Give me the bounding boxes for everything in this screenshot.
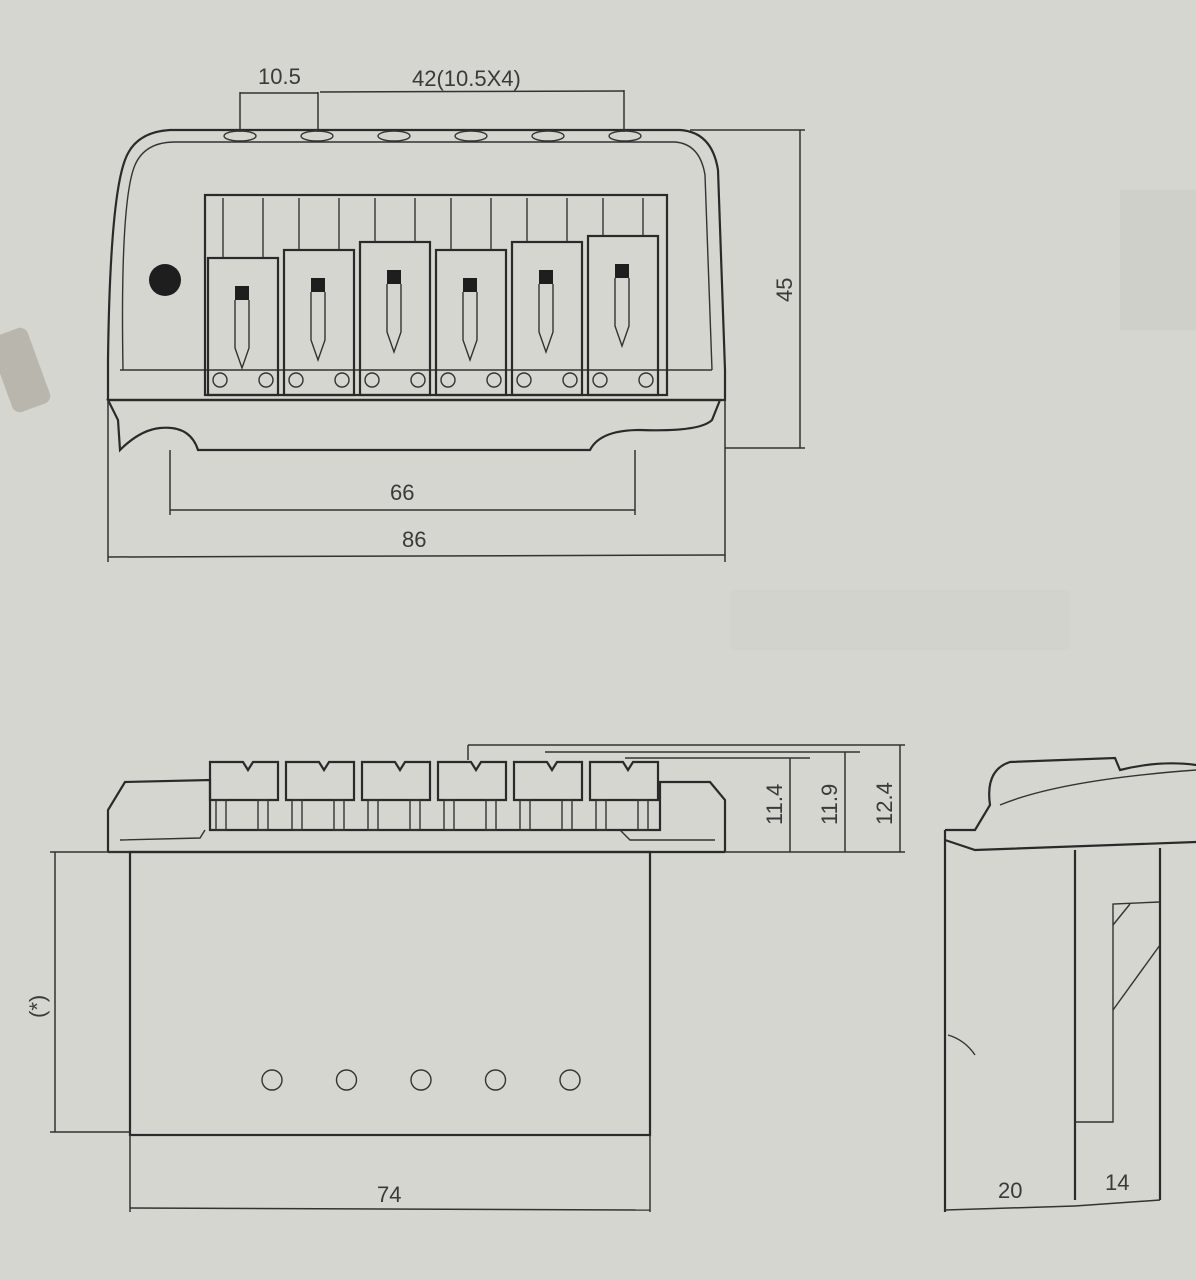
- saddle-leg: [485, 799, 497, 831]
- saddle-body: [434, 248, 508, 397]
- intonation-screw: [614, 278, 630, 349]
- saddle-front-body: [284, 760, 356, 802]
- string-hole: [377, 130, 411, 142]
- height-screw: [440, 372, 456, 388]
- saddle-front-body: [512, 760, 584, 802]
- spring-hole: [410, 1069, 432, 1091]
- saddle: [434, 198, 508, 397]
- saddle-front-body: [436, 760, 508, 802]
- dim-block-width: 74: [377, 1182, 401, 1207]
- saddle: [510, 198, 584, 397]
- screw-image: [0, 327, 51, 413]
- string-hole: [531, 130, 565, 142]
- intonation-screw: [386, 284, 402, 355]
- string-hole: [223, 130, 257, 142]
- tremolo-block: [128, 850, 652, 1137]
- intonation-screw: [234, 300, 250, 371]
- saddle-leg: [215, 799, 227, 831]
- saddle-front: [436, 760, 508, 831]
- saddle-leg: [291, 799, 303, 831]
- saddle-slot: [311, 278, 325, 292]
- saddle-leg: [257, 799, 269, 831]
- saddle-front-body: [208, 760, 280, 802]
- height-screw: [364, 372, 380, 388]
- dim-depth-1: 20: [998, 1178, 1022, 1203]
- dim-string-spacing: 10.5: [258, 64, 301, 89]
- background-print-through: [730, 190, 1196, 650]
- front-view: 11.4 11.9 12.4 (*) 74: [25, 744, 905, 1212]
- saddle-front-body: [588, 760, 660, 802]
- spring-hole: [261, 1069, 283, 1091]
- height-screw: [516, 372, 532, 388]
- saddle-leg: [367, 799, 379, 831]
- spring-hole: [484, 1069, 507, 1091]
- dim-height-3: 12.4: [872, 782, 897, 825]
- top-view: 10.5 42(10.5X4) 45 66 86: [106, 64, 805, 562]
- saddle-leg: [561, 799, 573, 831]
- saddle-front-body: [360, 760, 432, 802]
- saddle-body: [206, 256, 280, 397]
- saddle-slot: [235, 286, 249, 300]
- saddle-leg: [443, 799, 455, 831]
- saddle: [206, 198, 280, 397]
- string-hole: [454, 130, 488, 142]
- saddle-leg: [519, 799, 531, 831]
- spring-hole: [559, 1069, 581, 1091]
- saddle-leg: [595, 799, 607, 831]
- saddle-body: [510, 240, 584, 397]
- height-screw: [334, 372, 350, 388]
- saddle-front: [588, 760, 660, 831]
- string-hole: [608, 130, 642, 142]
- intonation-screw: [462, 292, 478, 363]
- height-screw: [592, 372, 608, 388]
- height-screw: [212, 372, 228, 388]
- height-screw: [486, 372, 502, 388]
- dim-depth-2: 14: [1105, 1170, 1129, 1195]
- intonation-screw: [310, 292, 326, 363]
- dim-height-2: 11.9: [817, 784, 842, 825]
- saddle-slot: [539, 270, 553, 284]
- height-screw: [258, 372, 274, 388]
- saddle-front: [284, 760, 356, 831]
- mounting-hole: [149, 264, 181, 296]
- dim-block-height: (*): [25, 995, 50, 1018]
- saddle-leg: [333, 799, 345, 831]
- saddle-slot: [387, 270, 401, 284]
- saddle-front: [360, 760, 432, 831]
- dim-overall-width: 86: [402, 527, 426, 552]
- saddle-front: [208, 760, 280, 831]
- string-hole: [300, 130, 334, 142]
- height-screw: [562, 372, 578, 388]
- saddle-body: [586, 234, 660, 397]
- saddle-leg: [637, 799, 649, 831]
- height-screw: [410, 372, 426, 388]
- saddle: [586, 198, 660, 397]
- saddle-body: [282, 248, 356, 397]
- side-view: 20 14: [943, 756, 1196, 1212]
- saddle-slot: [463, 278, 477, 292]
- spring-hole: [335, 1069, 358, 1091]
- saddle-front: [512, 760, 584, 831]
- dim-stud-spacing: 66: [390, 480, 414, 505]
- saddle-slot: [615, 264, 629, 278]
- dim-height-1: 11.4: [762, 784, 787, 825]
- saddle: [282, 198, 356, 397]
- saddle: [358, 198, 432, 397]
- intonation-screw: [538, 284, 554, 355]
- dim-height: 45: [772, 278, 797, 302]
- dim-total-spacing: 42(10.5X4): [412, 66, 521, 91]
- saddle-leg: [409, 799, 421, 831]
- height-screw: [638, 372, 654, 388]
- saddle-body: [358, 240, 432, 397]
- height-screw: [288, 372, 304, 388]
